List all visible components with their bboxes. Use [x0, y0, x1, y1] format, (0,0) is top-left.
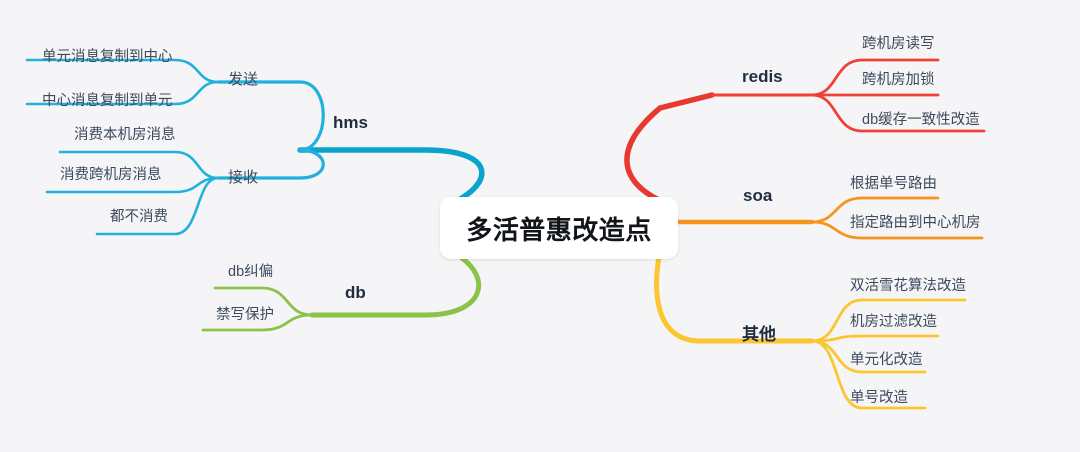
node-label-other-order-no[interactable]: 单号改造 [850, 390, 908, 406]
leaf-line-db-2 [201, 313, 314, 332]
leaf-line-db-1 [213, 286, 314, 317]
node-label-db-write-protect[interactable]: 禁写保护 [216, 307, 274, 323]
node-label-other-idc-filter[interactable]: 机房过滤改造 [850, 314, 937, 330]
topic-label-other[interactable]: 其他 [742, 325, 776, 344]
leaf-line-soa-2 [810, 220, 984, 240]
node-label-hms-receive[interactable]: 接收 [228, 169, 259, 186]
node-label-other-unitization[interactable]: 单元化改造 [850, 352, 923, 368]
leaf-line-other-4 [810, 339, 927, 410]
branch-line-db [309, 249, 481, 318]
node-label-db-correction[interactable]: db纠偏 [228, 264, 274, 280]
branch-line-hms-send [216, 80, 325, 152]
node-label-hms-recv-cross[interactable]: 消费跨机房消息 [60, 167, 162, 183]
node-label-redis-cache-consistency[interactable]: db缓存一致性改造 [862, 112, 980, 128]
branch-line-hms-receive [216, 148, 325, 180]
node-label-hms-recv-none[interactable]: 都不消费 [110, 209, 168, 225]
leaf-line-hms-send-2 [25, 80, 220, 106]
topic-label-redis[interactable]: redis [742, 67, 783, 86]
leaf-line-hms-recv-3 [95, 176, 220, 236]
branch-line-hms [297, 147, 485, 208]
node-label-hms-send-center-to-unit[interactable]: 中心消息复制到单元 [42, 93, 173, 109]
leaf-line-redis-3 [810, 93, 986, 133]
topic-label-soa[interactable]: soa [743, 186, 773, 205]
node-label-hms-recv-local[interactable]: 消费本机房消息 [74, 127, 176, 143]
leaf-line-hms-send-1 [25, 58, 220, 84]
central-node-title: 多活普惠改造点 [466, 214, 652, 245]
leaf-line-redis-1 [810, 58, 940, 97]
leaf-line-hms-recv-1 [58, 150, 220, 180]
leaf-line-other-2 [810, 334, 940, 343]
topic-label-hms[interactable]: hms [333, 113, 368, 132]
branch-line-redis [624, 92, 715, 207]
node-label-redis-cross-lock[interactable]: 跨机房加锁 [862, 72, 935, 88]
topic-label-db[interactable]: db [345, 283, 366, 302]
branch-line-other [654, 249, 815, 344]
node-label-hms-send[interactable]: 发送 [228, 71, 259, 88]
leaf-line-other-1 [810, 298, 967, 343]
node-label-other-snowflake[interactable]: 双活雪花算法改造 [850, 278, 966, 294]
node-label-soa-route-to-center[interactable]: 指定路由到中心机房 [850, 215, 981, 231]
central-node[interactable]: 多活普惠改造点 [440, 197, 678, 259]
node-label-redis-cross-rw[interactable]: 跨机房读写 [862, 36, 935, 52]
node-label-soa-route-by-order[interactable]: 根据单号路由 [850, 176, 937, 192]
node-label-hms-send-unit-to-center[interactable]: 单元消息复制到中心 [42, 49, 173, 65]
